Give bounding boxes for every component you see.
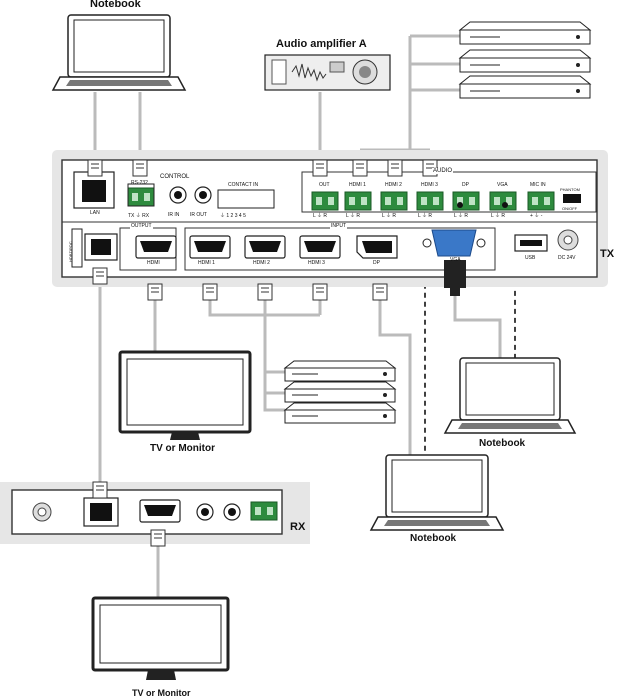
tx-label: TX [600, 248, 615, 260]
audio-section-label: AUDIO [432, 168, 454, 174]
hdmi3-pins-label: L ⏚ R [418, 213, 432, 219]
audio-hdmi2-label: HDMI 2 [385, 182, 402, 188]
rx-unit [0, 481, 310, 547]
notebook-top-label: Notebook [90, 0, 141, 10]
tx-rx-pins-label: TX ⏚ RX [128, 213, 150, 219]
input-hdmi3-label: HDMI 3 [308, 260, 325, 266]
audio-vga-label: VGA [497, 182, 508, 188]
dc-24v-label: DC 24V [558, 255, 576, 261]
tv-monitor-tx [118, 350, 252, 440]
contact-pins-label: ⏚ 1 2 3 4 5 [220, 213, 246, 219]
hdbt-poc-label: HDBT/POC [68, 241, 73, 262]
tv-monitor-tx-label: TV or Monitor [150, 443, 215, 454]
audio-dp-label: DP [462, 182, 469, 188]
audio-amplifier [264, 54, 391, 91]
rx-label: RX [290, 521, 306, 533]
on-off-label: ON/OFF [562, 206, 578, 211]
tx-unit [52, 150, 608, 287]
notebook-right-label: Notebook [479, 438, 526, 449]
input-hdmi2-label: HDMI 2 [253, 260, 270, 266]
mic-pins-label: + ⏚ - [530, 213, 543, 219]
notebook-bottom [369, 454, 505, 531]
input-label: INPUT [330, 223, 347, 229]
source-devices-top [458, 21, 592, 99]
tv-monitor-rx-label: TV or Monitor [132, 688, 191, 698]
input-dp-label: DP [373, 260, 380, 266]
control-label: CONTROL [160, 174, 190, 180]
audio-hdmi3-label: HDMI 3 [421, 182, 438, 188]
vga-pins-label: L ⏚ R [491, 213, 505, 219]
hdmi2-pins-label: L ⏚ R [382, 213, 396, 219]
notebook-top [51, 14, 187, 91]
audio-amplifier-label: Audio amplifier A [276, 38, 367, 50]
notebook-bottom-label: Notebook [410, 533, 457, 544]
cable-plugs [87, 159, 508, 301]
phantom-label: PHANTOM [560, 187, 580, 192]
rs232-label: RS-232 [131, 180, 148, 186]
out-pins-label: L ⏚ R [313, 213, 327, 219]
audio-out-label: OUT [319, 182, 330, 188]
ir-in-label: IR IN [168, 212, 180, 218]
usb-label: USB [525, 255, 536, 261]
tv-monitor-rx [91, 596, 230, 680]
notebook-right [443, 357, 577, 434]
mic-in-label: MIC IN [530, 182, 546, 188]
source-devices-middle [283, 360, 397, 424]
ir-out-label: IR OUT [190, 212, 207, 218]
dp-pins-label: L ⏚ R [454, 213, 468, 219]
output-hdmi-label: HDMI [147, 260, 160, 266]
input-hdmi1-label: HDMI 1 [198, 260, 215, 266]
output-label: OUTPUT [130, 223, 153, 229]
audio-hdmi1-label: HDMI 1 [349, 182, 366, 188]
contact-in-label: CONTACT IN [228, 182, 259, 188]
input-vga-label: VGA [450, 257, 461, 263]
hdmi1-pins-label: L ⏚ R [346, 213, 360, 219]
lan-label: LAN [90, 210, 100, 216]
